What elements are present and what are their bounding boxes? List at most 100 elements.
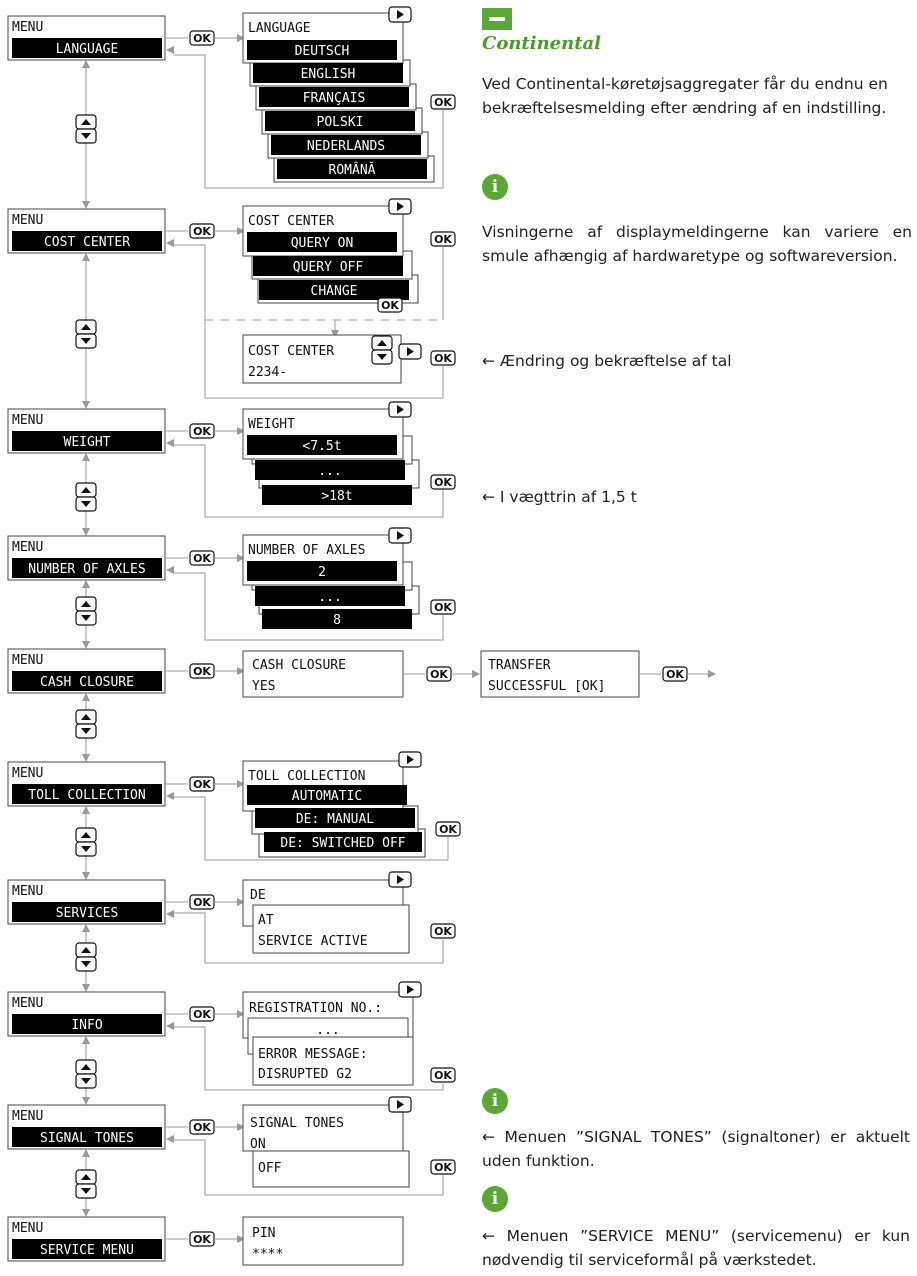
submenu-panel bbox=[252, 1036, 414, 1086]
option-bar bbox=[253, 256, 403, 276]
menu-label: MENU bbox=[12, 996, 43, 1011]
up-down-button-icon bbox=[75, 1169, 97, 1199]
option-bar bbox=[247, 561, 397, 581]
arrow-head bbox=[166, 239, 174, 247]
menu-item-bar bbox=[12, 671, 162, 691]
arrow-head bbox=[166, 792, 174, 800]
ok-button-label: OK bbox=[193, 665, 211, 678]
transfer-panel bbox=[480, 650, 640, 698]
down-arrow bbox=[81, 615, 91, 621]
edit-value: 2234- bbox=[248, 365, 287, 380]
arrow-head bbox=[472, 670, 480, 678]
play-triangle bbox=[397, 875, 404, 884]
ok-button-icon: OK bbox=[189, 30, 215, 46]
submenu-line: ON bbox=[250, 1137, 266, 1152]
ok-button-label: OK bbox=[434, 925, 452, 938]
menu-item-bar bbox=[12, 784, 162, 804]
transfer-line: TRANSFER bbox=[488, 658, 551, 673]
arrow-head bbox=[82, 984, 90, 992]
option-text: DE: MANUAL bbox=[296, 812, 374, 827]
cash-closure-line: YES bbox=[252, 679, 275, 694]
up-down-button-icon bbox=[75, 942, 97, 972]
transfer-line: SUCCESSFUL [OK] bbox=[488, 679, 605, 694]
up-arrow bbox=[81, 1064, 91, 1070]
down-arrow bbox=[81, 1078, 91, 1084]
back-line bbox=[174, 54, 444, 189]
menu-label: MENU bbox=[12, 653, 43, 668]
up-arrow bbox=[81, 832, 91, 838]
option-text: DE: SWITCHED OFF bbox=[280, 836, 405, 851]
option-text: POLSKI bbox=[317, 115, 364, 130]
ok-button-label: OK bbox=[430, 668, 448, 681]
option-text: DEUTSCH bbox=[295, 44, 350, 59]
note-digit-change: ← Ændring og bekræftelse af tal bbox=[482, 352, 732, 370]
ok-button-label: OK bbox=[434, 233, 452, 246]
ok-button-icon: OK bbox=[430, 474, 456, 490]
up-down-button-icon bbox=[75, 596, 97, 626]
option-bar bbox=[259, 87, 409, 107]
option-bar bbox=[247, 40, 397, 60]
ok-button-label: OK bbox=[193, 896, 211, 909]
down-arrow bbox=[81, 961, 91, 967]
arrow-head bbox=[166, 46, 174, 54]
ok-button-icon: OK bbox=[662, 666, 688, 682]
menu-item-bar bbox=[12, 558, 162, 578]
ok-button-label: OK bbox=[434, 1069, 452, 1082]
menu-label: MENU bbox=[12, 213, 43, 228]
up-arrow bbox=[81, 714, 91, 720]
ok-button-label: OK bbox=[193, 1233, 211, 1246]
ok-button-icon: OK bbox=[189, 1119, 215, 1135]
back-line bbox=[174, 1026, 444, 1091]
option-bar bbox=[255, 808, 415, 828]
ok-button-label: OK bbox=[193, 425, 211, 438]
arrow-head bbox=[82, 754, 90, 762]
back-line bbox=[174, 1139, 444, 1196]
submenu-header: DE bbox=[250, 888, 266, 903]
ok-button-icon: OK bbox=[430, 94, 456, 110]
play-triangle bbox=[407, 755, 414, 764]
menu-label: MENU bbox=[12, 1221, 43, 1236]
option-text: 8 bbox=[333, 613, 341, 628]
down-arrow bbox=[81, 133, 91, 139]
arrow-head bbox=[237, 667, 245, 675]
down-arrow bbox=[377, 354, 387, 360]
play-triangle bbox=[397, 202, 404, 211]
option-bar bbox=[259, 280, 409, 300]
play-button-icon bbox=[398, 751, 422, 768]
pin-line: PIN bbox=[252, 1226, 275, 1241]
option-bar bbox=[265, 111, 415, 131]
option-bar bbox=[271, 135, 421, 155]
pin-panel bbox=[242, 1216, 404, 1266]
option-text: NUMBER OF AXLES bbox=[28, 562, 145, 577]
arrow-head bbox=[166, 1135, 174, 1143]
ok-button-label: OK bbox=[434, 601, 452, 614]
menu-label: MENU bbox=[12, 1109, 43, 1124]
submenu-line: ERROR MESSAGE: bbox=[258, 1047, 368, 1062]
play-triangle bbox=[407, 347, 414, 356]
ok-button-label: OK bbox=[193, 32, 211, 45]
arrow-head bbox=[237, 780, 245, 788]
menu-item-bar bbox=[12, 1127, 162, 1147]
play-button-icon bbox=[388, 6, 412, 23]
arrow-head bbox=[82, 528, 90, 536]
down-arrow bbox=[81, 1188, 91, 1194]
option-text: INFO bbox=[71, 1018, 102, 1033]
option-text: WEIGHT bbox=[64, 435, 111, 450]
arrow-head bbox=[331, 330, 339, 338]
up-arrow bbox=[377, 340, 387, 346]
option-text: COST CENTER bbox=[44, 235, 130, 250]
ok-button-label: OK bbox=[434, 476, 452, 489]
arrow-head bbox=[708, 670, 716, 678]
note-weight-steps: ← I vægttrin af 1,5 t bbox=[482, 488, 637, 506]
submenu-line: DISRUPTED G2 bbox=[258, 1067, 352, 1082]
arrow-head bbox=[166, 439, 174, 447]
up-down-button-icon bbox=[75, 709, 97, 739]
note-display-variation: Visningerne af displaymeldingerne kan va… bbox=[482, 223, 912, 265]
option-text: ENGLISH bbox=[301, 67, 356, 82]
edit-header: COST CENTER bbox=[248, 344, 334, 359]
up-arrow bbox=[81, 947, 91, 953]
option-text: >18t bbox=[321, 489, 352, 504]
option-text: SIGNAL TONES bbox=[40, 1131, 134, 1146]
arrow-head bbox=[237, 898, 245, 906]
ok-button-icon: OK bbox=[435, 821, 461, 837]
